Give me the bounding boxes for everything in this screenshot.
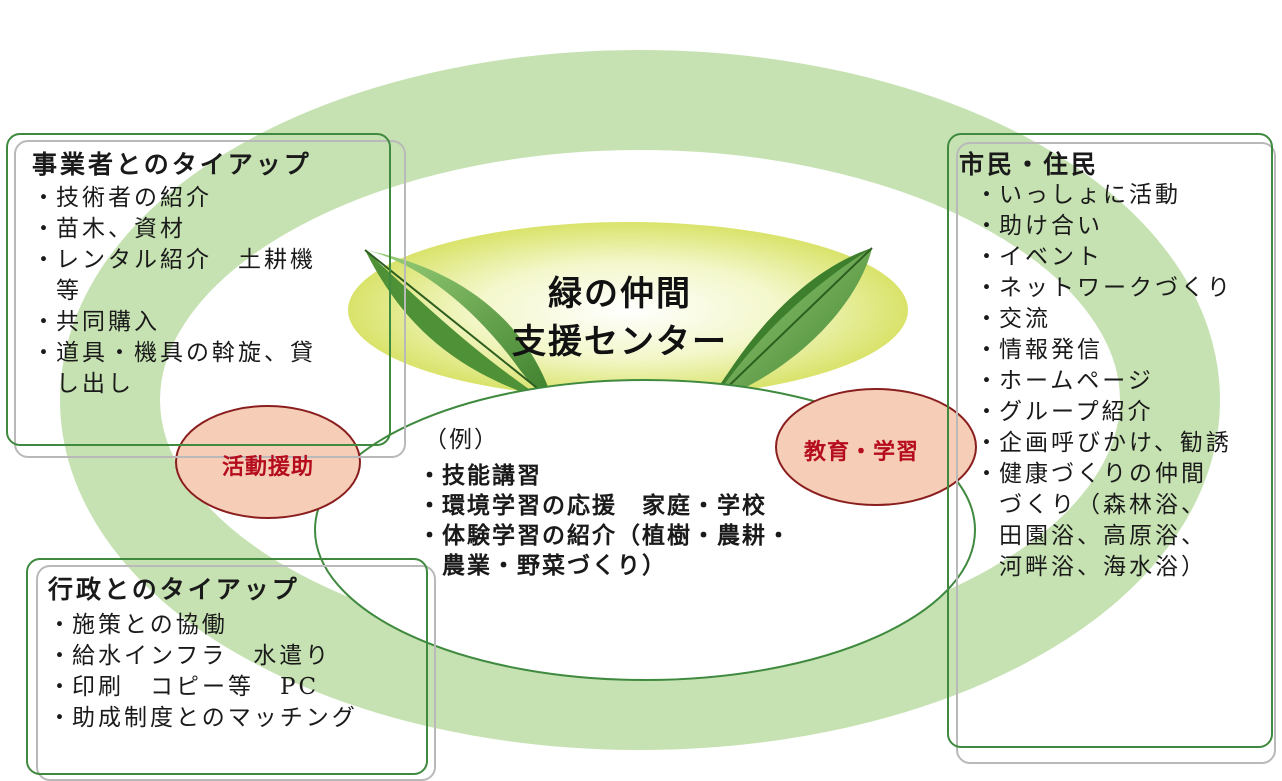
badge-right-shape (775, 388, 977, 506)
citizens-item-text: ネットワークづくり (999, 275, 1233, 301)
citizens-item-text: 健康づくりの仲間 づくり（森林浴、 田園浴、高原浴、 河畔浴、海水浴） (999, 461, 1207, 580)
example-item: ・技能講習 (418, 461, 792, 491)
badge-right-label: 教育・学習 (804, 440, 920, 465)
bullet-marker: ・ (975, 461, 1001, 487)
bullet-marker: ・ (418, 493, 443, 519)
examples-block: （例） ・技能講習・環境学習の応援 家庭・学校・体験学習の紹介（植樹・農耕・ 農… (418, 425, 792, 581)
citizens-item-text: 助け合い (999, 213, 1103, 239)
bullet-marker: ・ (418, 523, 443, 549)
bullet-marker: ・ (975, 182, 1001, 208)
bullet-marker: ・ (32, 340, 58, 366)
government-item-text: 印刷 コピー等 PC (72, 674, 320, 700)
citizens-item-text: 情報発信 (999, 337, 1103, 363)
government-panel: 行政とのタイアップ ・施策との協働・給水インフラ 水遣り・印刷 コピー等 PC・… (26, 558, 428, 775)
citizens-title: 市民・住民 (959, 150, 1100, 179)
bullet-marker: ・ (975, 399, 1001, 425)
center-title-line1: 緑の仲間 (548, 274, 692, 314)
business-item: ・道具・機具の斡旋、貸 し出し (32, 338, 316, 400)
example-item-text: 環境学習の応援 家庭・学校 (442, 493, 767, 519)
government-title: 行政とのタイアップ (48, 575, 300, 604)
example-item: ・体験学習の紹介（植樹・農耕・ 農業・野菜づくり） (418, 521, 792, 581)
badge-left-label: 活動援助 (222, 455, 315, 480)
citizens-panel: 市民・住民 ・いっしょに活動・助け合い・イベント・ネットワークづくり・交流・情報… (947, 133, 1273, 748)
bullet-marker: ・ (48, 705, 74, 731)
business-item-text: 技術者の紹介 (56, 185, 212, 211)
citizens-item: ・助け合い (975, 211, 1233, 242)
citizens-item: ・企画呼びかけ、勧誘 (975, 428, 1233, 459)
government-item-text: 施策との協働 (72, 612, 228, 638)
government-panel-shadow (36, 565, 436, 781)
citizens-item-text: イベント (999, 244, 1103, 270)
business-item: ・苗木、資材 (32, 214, 316, 245)
citizens-item: ・いっしょに活動 (975, 180, 1233, 211)
bullet-marker: ・ (975, 244, 1001, 270)
business-item: ・レンタル紹介 土耕機 等 (32, 245, 316, 307)
citizens-item-text: ホームページ (999, 368, 1154, 394)
business-item: ・共同購入 (32, 307, 316, 338)
business-title: 事業者とのタイアップ (32, 150, 312, 179)
government-list: ・施策との協働・給水インフラ 水遣り・印刷 コピー等 PC・助成制度とのマッチン… (48, 610, 358, 734)
bullet-marker: ・ (975, 337, 1001, 363)
bullet-marker: ・ (975, 430, 1001, 456)
examples-heading: （例） (424, 427, 499, 453)
business-panel: 事業者とのタイアップ ・技術者の紹介・苗木、資材・レンタル紹介 土耕機 等・共同… (6, 133, 391, 446)
business-item: ・技術者の紹介 (32, 183, 316, 214)
business-panel-shadow (14, 140, 406, 458)
center-title: 緑の仲間 支援センター (500, 270, 740, 366)
government-item-text: 助成制度とのマッチング (72, 705, 358, 731)
bullet-marker: ・ (48, 643, 74, 669)
bullet-marker: ・ (975, 368, 1001, 394)
bullet-marker: ・ (32, 247, 58, 273)
citizens-item-text: 交流 (999, 306, 1051, 332)
citizens-list: ・いっしょに活動・助け合い・イベント・ネットワークづくり・交流・情報発信・ホーム… (975, 180, 1233, 583)
badge-left-shape (175, 405, 361, 519)
business-item-text: 共同購入 (56, 309, 160, 335)
citizens-item: ・イベント (975, 242, 1233, 273)
citizens-item: ・ホームページ (975, 366, 1233, 397)
bullet-marker: ・ (32, 216, 58, 242)
bullet-marker: ・ (975, 275, 1001, 301)
center-title-line2: 支援センター (512, 322, 728, 362)
example-item: ・環境学習の応援 家庭・学校 (418, 491, 792, 521)
citizens-item-text: グループ紹介 (999, 399, 1154, 425)
government-item: ・施策との協働 (48, 610, 358, 641)
left-leaf-icon (364, 249, 553, 401)
bullet-marker: ・ (32, 185, 58, 211)
bullet-marker: ・ (32, 309, 58, 335)
examples-list: ・技能講習・環境学習の応援 家庭・学校・体験学習の紹介（植樹・農耕・ 農業・野菜… (418, 461, 792, 581)
government-item: ・給水インフラ 水遣り (48, 641, 358, 672)
citizens-item: ・ネットワークづくり (975, 273, 1233, 304)
government-item-text: 給水インフラ 水遣り (72, 643, 332, 669)
citizens-item: ・情報発信 (975, 335, 1233, 366)
citizens-item-text: いっしょに活動 (999, 182, 1181, 208)
bullet-marker: ・ (418, 463, 443, 489)
government-item: ・助成制度とのマッチング (48, 703, 358, 734)
bullet-marker: ・ (48, 612, 74, 638)
example-item-text: 体験学習の紹介（植樹・農耕・ 農業・野菜づくり） (442, 523, 792, 579)
outer-ring (60, 50, 1220, 750)
bullet-marker: ・ (48, 674, 74, 700)
business-list: ・技術者の紹介・苗木、資材・レンタル紹介 土耕機 等・共同購入・道具・機具の斡旋… (32, 183, 316, 400)
citizens-item: ・グループ紹介 (975, 397, 1233, 428)
example-item-text: 技能講習 (442, 463, 542, 489)
business-item-text: 道具・機具の斡旋、貸 し出し (56, 340, 316, 397)
citizens-item-text: 企画呼びかけ、勧誘 (999, 430, 1232, 456)
citizens-item: ・健康づくりの仲間 づくり（森林浴、 田園浴、高原浴、 河畔浴、海水浴） (975, 459, 1233, 583)
citizens-panel-shadow (956, 142, 1276, 764)
citizens-item: ・交流 (975, 304, 1233, 335)
bullet-marker: ・ (975, 306, 1001, 332)
government-item: ・印刷 コピー等 PC (48, 672, 358, 703)
business-item-text: 苗木、資材 (56, 216, 186, 242)
business-item-text: レンタル紹介 土耕機 等 (56, 247, 316, 304)
bullet-marker: ・ (975, 213, 1001, 239)
